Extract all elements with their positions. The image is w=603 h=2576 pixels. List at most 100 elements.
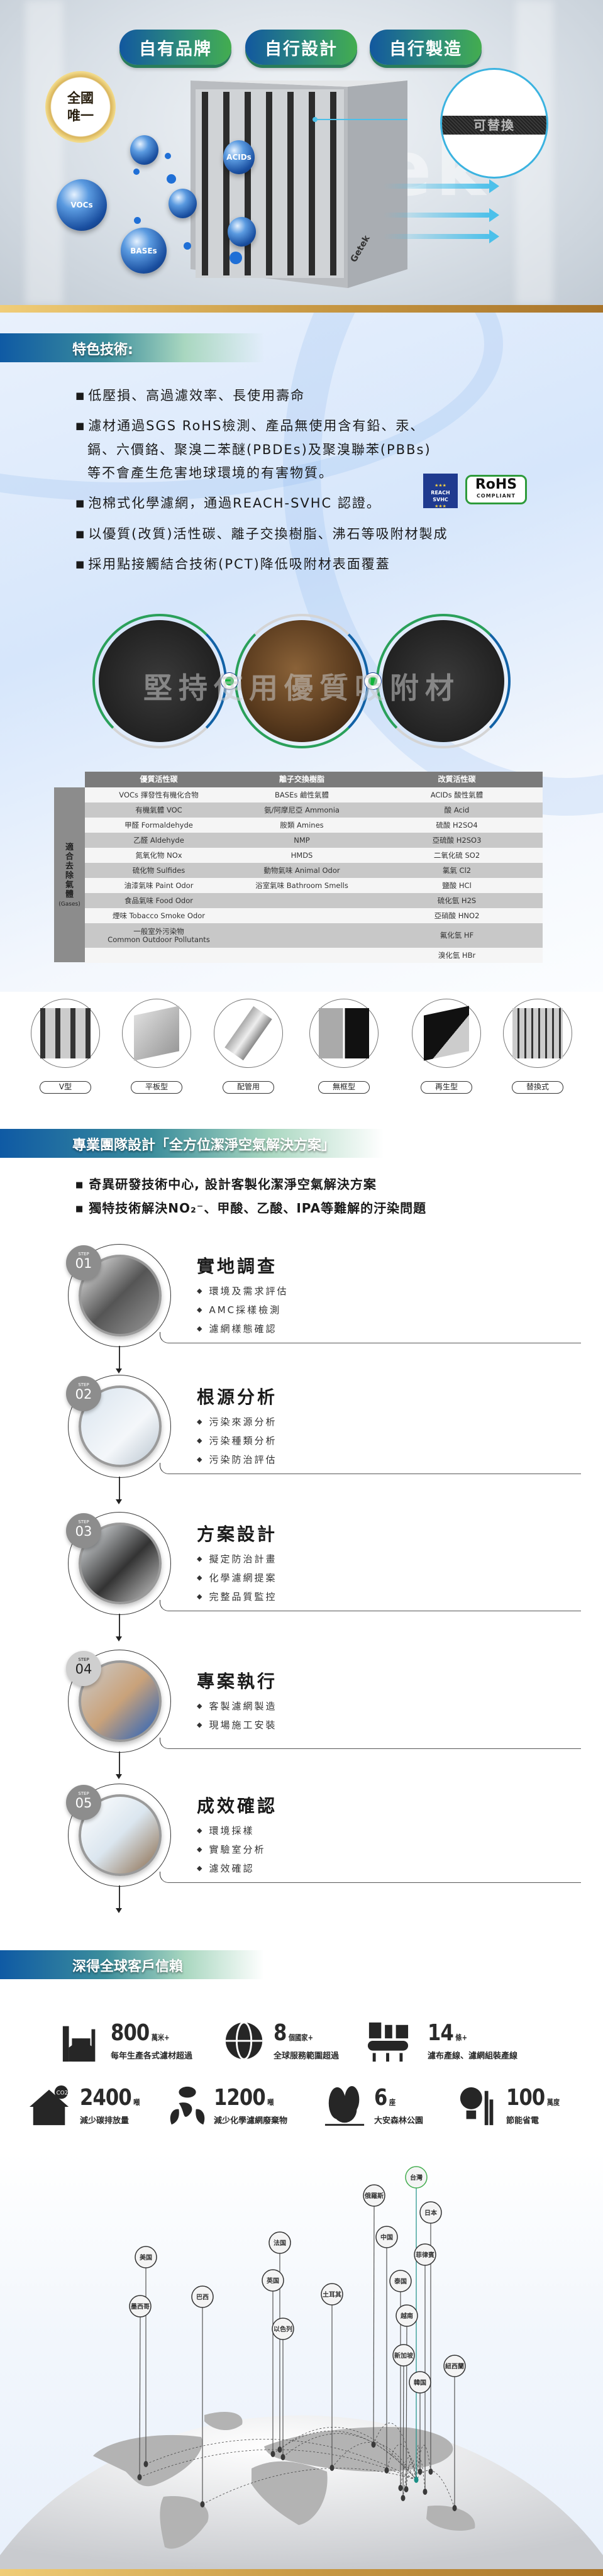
table-cell: 溴化氫 HBr bbox=[438, 950, 476, 960]
adsorbent-slogan: 堅持使用優質吸附材 bbox=[143, 671, 460, 705]
factory-icon bbox=[60, 2020, 102, 2063]
feature-bullet-cont: 鎘、六價鉻、聚溴二苯醚(PBDEs)及聚溴聯苯(PBBs) bbox=[87, 442, 431, 457]
step-word: STEP bbox=[78, 1519, 89, 1524]
forest-icon bbox=[324, 2085, 367, 2128]
step-number: 01 bbox=[75, 1256, 92, 1271]
table-cell: 氨/阿摩尼亞 Ammonia bbox=[264, 805, 340, 814]
table-cell: ACIDs 酸性氣體 bbox=[430, 790, 484, 799]
step-item: 濾效確認 bbox=[197, 1859, 277, 1878]
table-cell: BASEs 鹼性氣體 bbox=[275, 790, 329, 799]
country-bubble bbox=[389, 2270, 412, 2292]
country-label: 巴西 bbox=[196, 2294, 209, 2301]
stat-caption: 節能省電 bbox=[506, 2116, 539, 2126]
country-label: 台灣 bbox=[410, 2174, 423, 2182]
recycle-leaf-icon bbox=[167, 2085, 209, 2128]
country-bubble bbox=[268, 2231, 291, 2254]
solutions-heading-bar: 專業團隊設計「全方位潔淨空氣解決方案」 bbox=[0, 1129, 384, 1158]
step-number: 05 bbox=[75, 1796, 92, 1811]
table-cell: 亞硫酸 H2SO3 bbox=[432, 835, 482, 845]
step-title: 方案設計 bbox=[197, 1524, 278, 1545]
step-item: 實驗室分析 bbox=[197, 1840, 277, 1859]
route-line bbox=[416, 2470, 455, 2509]
step-item: 環境及需求評估 bbox=[197, 1282, 288, 1301]
map-pin-icon bbox=[404, 2486, 409, 2492]
step-text: 實地調查環境及需求評估AMC採樣檢測濾網樣態確認 bbox=[197, 1245, 288, 1346]
table-cell: 酸 Acid bbox=[444, 805, 470, 814]
country-bubble bbox=[262, 2269, 284, 2292]
step-title: 根源分析 bbox=[197, 1387, 278, 1407]
stat-number-value: 6 bbox=[374, 2085, 387, 2111]
down-arrow-icon bbox=[116, 1346, 121, 1374]
frameless-sheet-filter-icon bbox=[319, 1008, 369, 1058]
solutions-heading: 專業團隊設計「全方位潔淨空氣解決方案」 bbox=[72, 1138, 336, 1153]
country-bubble bbox=[375, 2226, 398, 2248]
step-number: 04 bbox=[75, 1662, 92, 1677]
step-text: 方案設計擬定防治計畫化學濾網提案完整品質監控 bbox=[197, 1513, 277, 1614]
product-label: V型 bbox=[40, 1081, 91, 1094]
table-cell: 硫化氫 H2S bbox=[437, 896, 477, 905]
country-bubble bbox=[409, 2371, 431, 2394]
product-label: 替換式 bbox=[512, 1081, 563, 1094]
route-line bbox=[202, 2468, 417, 2505]
map-pin-icon bbox=[414, 2477, 419, 2483]
stat-caption: 濾布產線、濾網組裝產線 bbox=[428, 2051, 518, 2061]
country-bubble bbox=[419, 2201, 442, 2224]
product-label: 平板型 bbox=[131, 1081, 182, 1094]
route-line bbox=[416, 2445, 421, 2480]
table-cell: 動物氣味 Animal Odor bbox=[263, 865, 340, 875]
molecule-bases: BASEs bbox=[121, 228, 167, 274]
step-block: STEP03方案設計擬定防治計畫化學濾網提案完整品質監控 bbox=[0, 1512, 603, 1639]
step-item: AMC採樣檢測 bbox=[197, 1301, 288, 1319]
features-heading: 特色技術: bbox=[72, 342, 133, 358]
table-cell: 一般室外污染物 Common Outdoor Pollutants bbox=[108, 926, 210, 944]
map-pin-icon bbox=[280, 2454, 285, 2460]
molecule-vocs: VOCs bbox=[57, 179, 107, 231]
step-word: STEP bbox=[78, 1791, 89, 1796]
product-circle bbox=[214, 999, 283, 1068]
route-line bbox=[416, 2460, 426, 2492]
down-arrow-icon bbox=[116, 1614, 121, 1641]
route-line bbox=[282, 2433, 417, 2480]
product-circle bbox=[122, 999, 191, 1068]
product-circle bbox=[309, 999, 379, 1068]
country-bubble bbox=[135, 2246, 157, 2268]
connector-node bbox=[365, 673, 381, 689]
trust-heading-bar: 深得全球客戶信賴 bbox=[0, 1950, 264, 1979]
replaceable-filter-icon bbox=[512, 1008, 563, 1058]
country-label: 日本 bbox=[424, 2209, 438, 2217]
seal-text-1: 全國 bbox=[67, 91, 94, 106]
pin-stem bbox=[373, 2206, 375, 2445]
step-title: 專案執行 bbox=[197, 1671, 278, 1692]
table-cell: 氯氣 Cl2 bbox=[442, 865, 472, 875]
route-line bbox=[406, 2458, 417, 2490]
continents bbox=[93, 2412, 475, 2549]
stat-number-value: 800 bbox=[111, 2020, 150, 2046]
map-pin-icon bbox=[277, 2446, 282, 2453]
gold-footer-bar bbox=[0, 2569, 603, 2576]
stat-caption: 減少碳排放量 bbox=[80, 2116, 130, 2126]
map-pin-icon bbox=[418, 2468, 423, 2475]
features-heading-bar: 特色技術: bbox=[0, 333, 264, 362]
badge-own-brand: 自有品牌 bbox=[119, 30, 231, 65]
step-number: 02 bbox=[75, 1387, 92, 1402]
stat-caption: 每年生產各式濾材超過 bbox=[111, 2051, 193, 2061]
stat-unit: 萬度 bbox=[546, 2098, 560, 2107]
table-cell: 硫酸 H2SO4 bbox=[436, 820, 478, 830]
map-pin-icon bbox=[384, 2467, 389, 2473]
map-pin-icon bbox=[329, 2465, 335, 2471]
table-cell: 甲醛 Formaldehyde bbox=[124, 820, 193, 830]
connector-node bbox=[221, 673, 238, 689]
replaceable-label: 可替換 bbox=[442, 116, 546, 135]
product-circle bbox=[31, 999, 100, 1068]
